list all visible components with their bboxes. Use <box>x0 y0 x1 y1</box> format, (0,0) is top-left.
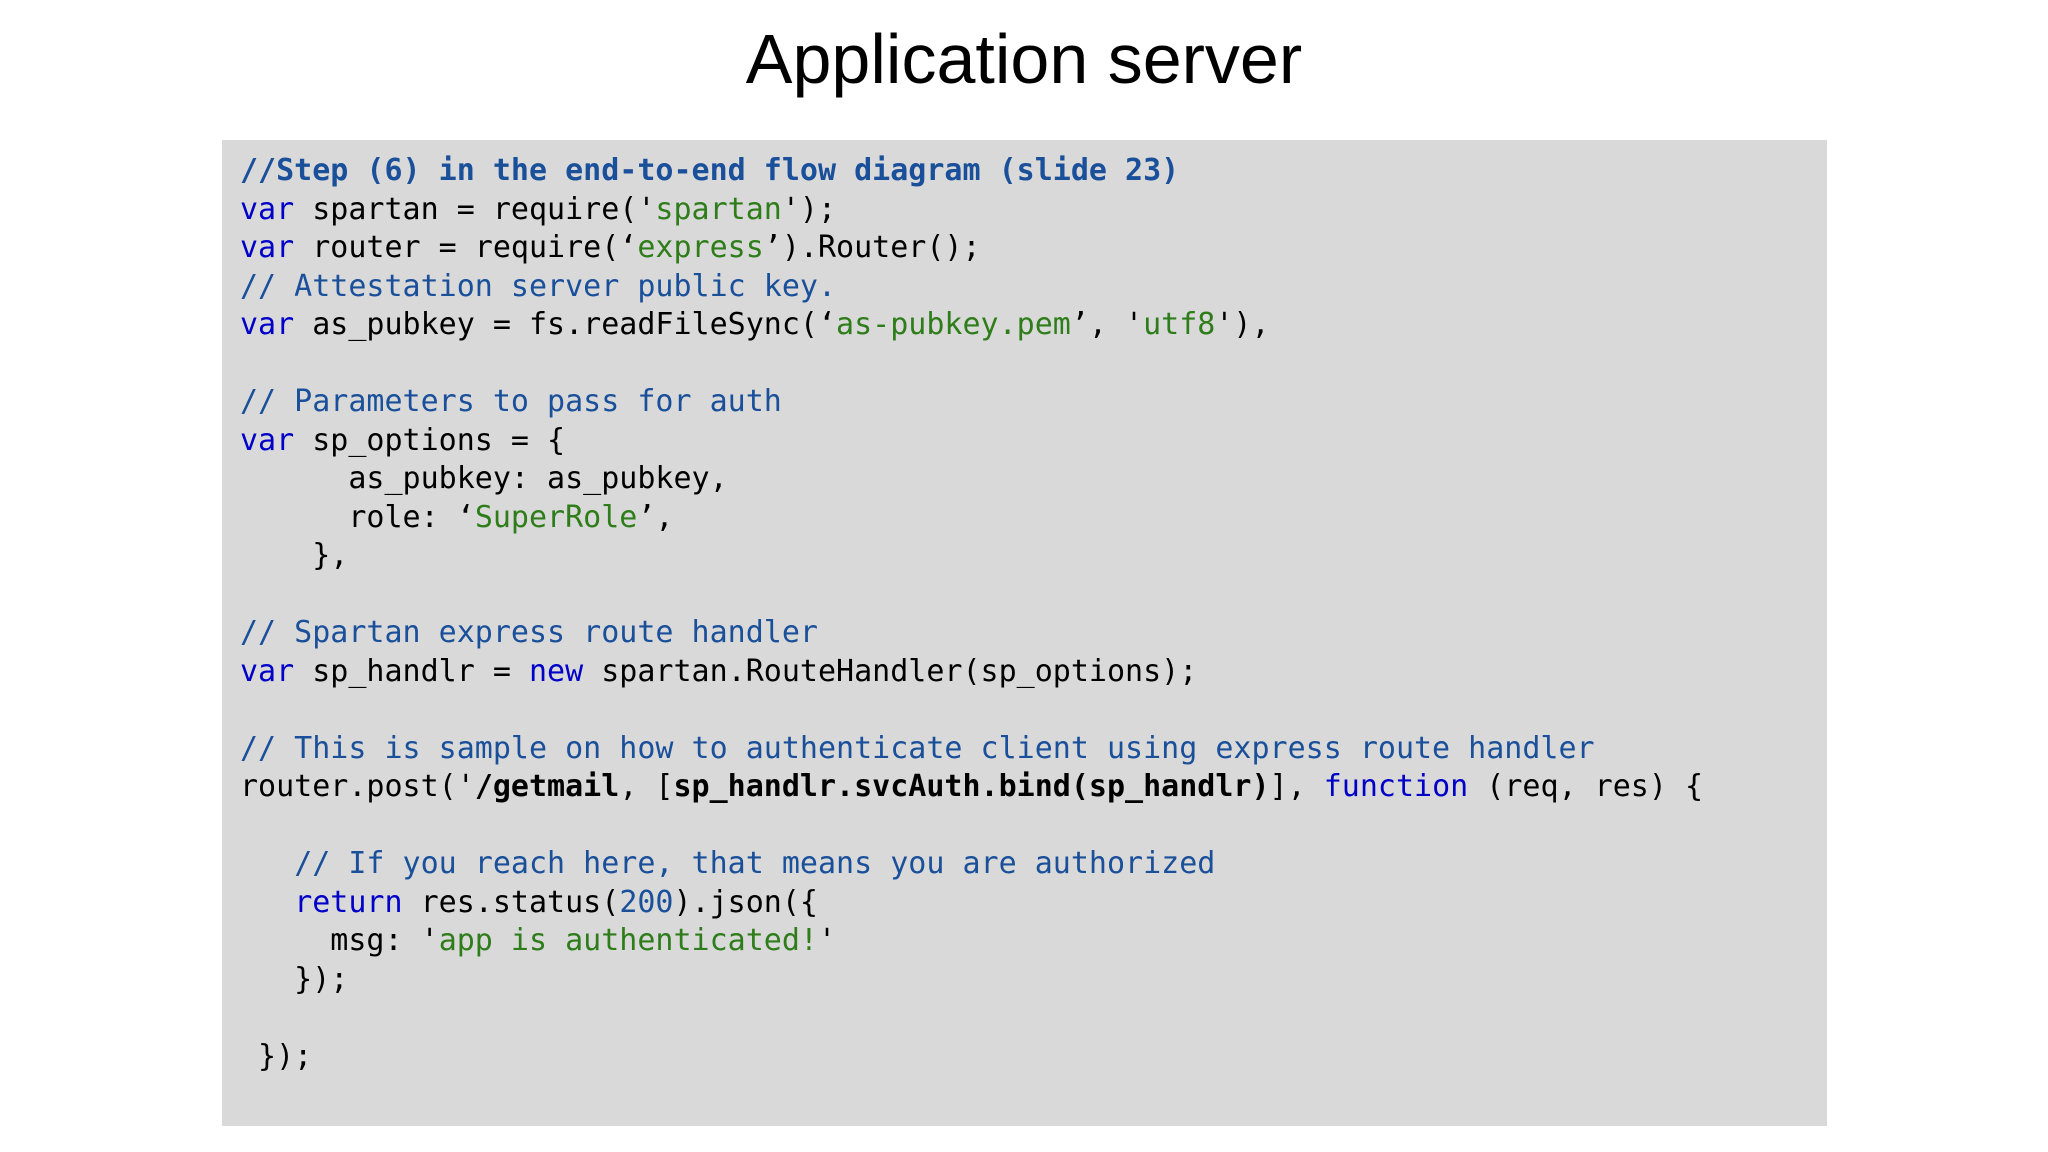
code-line: //Step (6) in the end-to-end flow diagra… <box>240 152 1827 191</box>
code-token: spartan <box>655 191 782 227</box>
code-line: var sp_handlr = new spartan.RouteHandler… <box>240 653 1827 692</box>
code-line <box>240 691 1827 730</box>
slide-title: Application server <box>745 20 1303 98</box>
code-token: return <box>294 884 403 920</box>
code-line: // This is sample on how to authenticate… <box>240 730 1827 769</box>
code-token: ' <box>817 923 837 958</box>
code-line: }, <box>240 537 1827 576</box>
code-token: '); <box>781 191 837 227</box>
code-token: , [ <box>619 769 674 804</box>
code-token: var <box>240 653 295 689</box>
code-token: utf8 <box>1143 307 1216 342</box>
code-token: ’, <box>637 499 674 535</box>
code-line: var spartan = require('spartan'); <box>240 191 1827 230</box>
code-token: SuperRole <box>474 499 638 535</box>
code-line: var sp_options = { <box>240 422 1827 461</box>
code-token: (req, res) { <box>1468 769 1704 804</box>
code-token: as_pubkey = fs.readFileSync(‘ <box>294 307 837 342</box>
code-line: return res.status(200).json({ <box>240 884 1827 923</box>
code-token: }); <box>240 961 349 997</box>
code-token: as_pubkey: as_pubkey, <box>240 461 728 496</box>
code-line: }); <box>240 1038 1827 1077</box>
code-line: // Attestation server public key. <box>240 268 1827 307</box>
code-token: sp_options = { <box>294 422 566 458</box>
code-token: // Attestation server public key. <box>240 268 837 304</box>
code-token: ’).Router(); <box>763 230 981 265</box>
code-token: // Parameters to pass for auth <box>240 384 782 419</box>
code-line: var router = require(‘express’).Router()… <box>240 229 1827 268</box>
code-token: '), <box>1215 307 1270 342</box>
code-token: sp_handlr.svcAuth.bind(sp_handlr) <box>673 769 1270 804</box>
code-line <box>240 576 1827 615</box>
code-token: role: ‘ <box>240 499 475 535</box>
code-token: spartan = require(' <box>294 191 656 227</box>
code-token: /getmail <box>474 769 620 804</box>
code-line <box>240 807 1827 846</box>
code-line: as_pubkey: as_pubkey, <box>240 460 1827 499</box>
code-line: var as_pubkey = fs.readFileSync(‘as-pubk… <box>240 306 1827 345</box>
code-token: //Step (6) in the end-to-end flow diagra… <box>240 153 1180 188</box>
code-token: router.post(' <box>240 769 475 804</box>
code-token: express <box>637 230 764 265</box>
code-line: // Spartan express route handler <box>240 614 1827 653</box>
code-token: as-pubkey.pem <box>836 307 1071 342</box>
code-token: ’, ' <box>1070 307 1144 342</box>
code-token: var <box>240 191 295 227</box>
code-token: ], <box>1269 769 1324 804</box>
code-token: }, <box>240 538 349 573</box>
code-token: res.status( <box>402 884 620 920</box>
code-line <box>240 999 1827 1038</box>
code-line: router.post('/getmail, [sp_handlr.svcAut… <box>240 768 1827 807</box>
code-token: // Spartan express route handler <box>240 615 818 650</box>
code-line <box>240 345 1827 384</box>
code-token: // This is sample on how to authenticate… <box>240 730 1595 766</box>
code-token: msg: ' <box>240 923 439 958</box>
code-token: router = require(‘ <box>294 230 638 265</box>
code-line: msg: 'app is authenticated!' <box>240 922 1827 961</box>
code-line: role: ‘SuperRole’, <box>240 499 1827 538</box>
code-line: // If you reach here, that means you are… <box>240 845 1827 884</box>
code-token: var <box>240 230 295 265</box>
code-block: //Step (6) in the end-to-end flow diagra… <box>222 140 1827 1126</box>
code-token <box>240 846 294 881</box>
code-token: function <box>1323 769 1469 804</box>
code-token: var <box>240 422 295 458</box>
code-token: var <box>240 307 295 342</box>
code-token: // If you reach here, that means you are… <box>294 846 1216 881</box>
code-token: ).json({ <box>673 884 819 920</box>
code-line: }); <box>240 961 1827 1000</box>
code-token: spartan.RouteHandler(sp_options); <box>583 653 1198 689</box>
code-line: // Parameters to pass for auth <box>240 383 1827 422</box>
code-token: 200 <box>619 884 674 920</box>
code-token <box>240 885 294 920</box>
code-token: }); <box>240 1038 313 1074</box>
code-token: app is authenticated! <box>438 923 818 958</box>
code-token: new <box>529 653 584 689</box>
code-token: sp_handlr = <box>294 653 529 689</box>
